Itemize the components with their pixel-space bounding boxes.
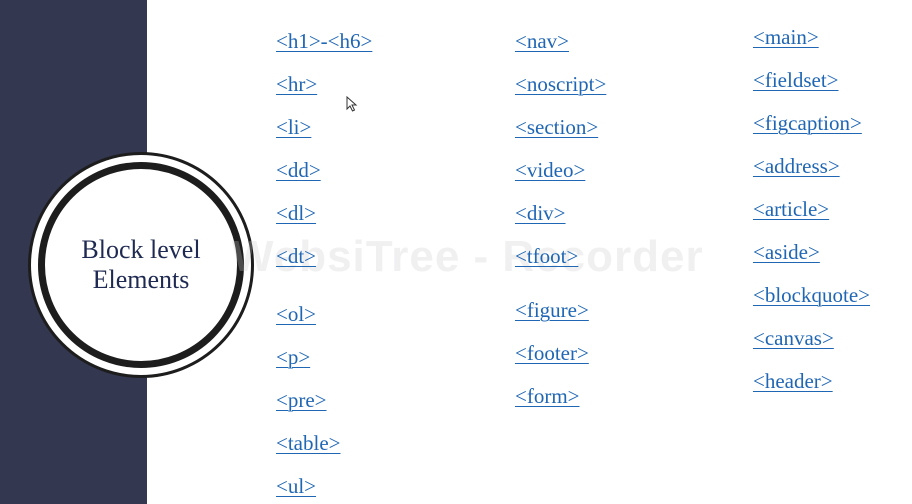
tag-link-form[interactable]: <form> <box>515 384 580 408</box>
tag-link-dl[interactable]: <dl> <box>276 201 317 225</box>
tag-link-canvas[interactable]: <canvas> <box>753 326 834 350</box>
tag-link-ol[interactable]: <ol> <box>276 302 317 326</box>
tag-link-article[interactable]: <article> <box>753 197 830 221</box>
slide-title: Block level Elements <box>81 235 200 295</box>
tag-link-nav[interactable]: <nav> <box>515 29 570 53</box>
tag-link-table[interactable]: <table> <box>276 431 341 455</box>
tag-link-pre[interactable]: <pre> <box>276 388 327 412</box>
tag-link-aside[interactable]: <aside> <box>753 240 820 264</box>
slide-title-line-1: Block level <box>81 235 201 264</box>
tag-link-li[interactable]: <li> <box>276 115 312 139</box>
tag-link-section[interactable]: <section> <box>515 115 599 139</box>
tag-link-fieldset[interactable]: <fieldset> <box>753 68 839 92</box>
tag-link-main[interactable]: <main> <box>753 25 819 49</box>
tag-link-footer[interactable]: <footer> <box>515 341 589 365</box>
tag-link-noscript[interactable]: <noscript> <box>515 72 607 96</box>
tag-link-figcaption[interactable]: <figcaption> <box>753 111 862 135</box>
tag-link-tfoot[interactable]: <tfoot> <box>515 244 579 268</box>
tag-link-header[interactable]: <header> <box>753 369 833 393</box>
tag-link-h1-h6[interactable]: <h1>-<h6> <box>276 29 373 53</box>
tag-link-address[interactable]: <address> <box>753 154 840 178</box>
tag-link-dd[interactable]: <dd> <box>276 158 321 182</box>
tag-link-hr[interactable]: <hr> <box>276 72 318 96</box>
tag-link-figure[interactable]: <figure> <box>515 298 589 322</box>
tag-link-p[interactable]: <p> <box>276 345 311 369</box>
slide-title-line-2: Elements <box>92 265 190 294</box>
tag-link-dt[interactable]: <dt> <box>276 244 317 268</box>
tag-link-ul[interactable]: <ul> <box>276 474 317 498</box>
tag-link-div[interactable]: <div> <box>515 201 566 225</box>
tag-link-video[interactable]: <video> <box>515 158 586 182</box>
tag-link-blockquote[interactable]: <blockquote> <box>753 283 870 307</box>
mouse-pointer-icon <box>346 96 358 112</box>
title-circle: Block level Elements <box>38 162 244 368</box>
